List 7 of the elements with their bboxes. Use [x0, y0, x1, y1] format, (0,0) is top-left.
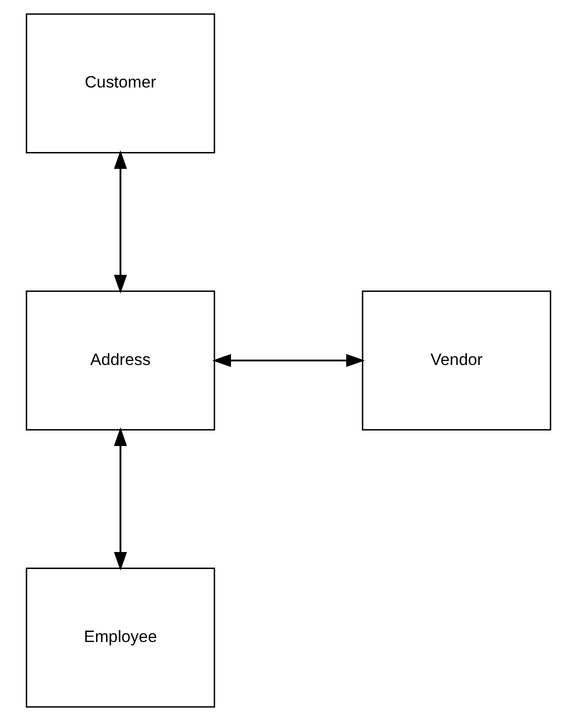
node-box: Vendor	[361, 290, 551, 430]
node-box: Address	[25, 290, 215, 430]
arrow	[113, 150, 126, 294]
arrow	[212, 354, 364, 368]
node-box: Customer	[25, 13, 215, 154]
arrow	[113, 427, 126, 571]
node-box: Employee	[25, 568, 215, 708]
